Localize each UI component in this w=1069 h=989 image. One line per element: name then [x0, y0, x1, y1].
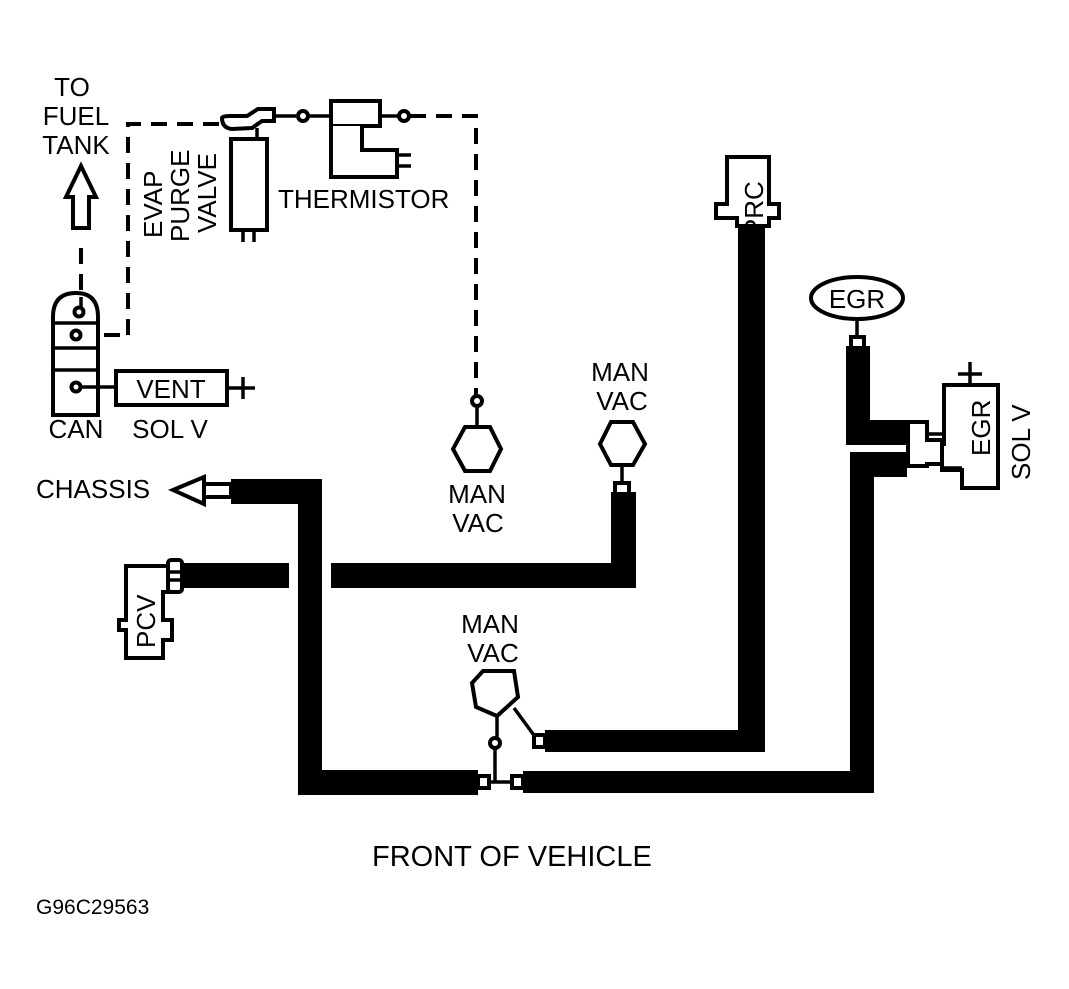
- hose-chassis-to-front: [231, 479, 491, 795]
- man-vac-bottom-label-1: MAN: [461, 609, 519, 639]
- man-vac-left-label-2: VAC: [452, 508, 504, 538]
- evap-purge-valve: [219, 107, 296, 242]
- egr-sol-v-outer-label: SOL V: [1006, 404, 1036, 480]
- man-vac-bottom-label-2: VAC: [467, 638, 519, 668]
- egr-label: EGR: [829, 284, 885, 314]
- egr-solenoid-valve: [906, 362, 1000, 490]
- thermistor: [296, 99, 411, 179]
- hose-manvac-to-pcv: [183, 492, 636, 588]
- hose-manvac-to-fprc: [545, 226, 765, 752]
- pcv-valve: [117, 558, 184, 660]
- evap-dashed-lines: [79, 114, 478, 395]
- pcv-label: PCV: [131, 594, 161, 648]
- hose-tee-to-egr: [523, 346, 907, 793]
- vent-solenoid: [114, 369, 255, 407]
- valve-label: VALVE: [192, 153, 222, 233]
- to-fuel-tank-label-3: TANK: [42, 130, 110, 160]
- purge-label: PURGE: [165, 150, 195, 242]
- dashed-line-can-to-purge: [126, 122, 222, 335]
- canister: [51, 290, 116, 417]
- egr-sol-v-inner-label: EGR: [966, 400, 996, 456]
- vent-label: VENT: [136, 374, 205, 404]
- man-vac-left-label-1: MAN: [448, 479, 506, 509]
- man-vac-center-label-1: MAN: [591, 357, 649, 387]
- to-fuel-tank-label-2: FUEL: [43, 101, 109, 131]
- fprc-label: FPRC: [739, 181, 769, 252]
- sol-v-label: SOL V: [132, 414, 208, 444]
- dashed-line-thermistor-to-manvac: [410, 114, 478, 395]
- chassis-label: CHASSIS: [36, 474, 150, 504]
- to-fuel-tank-arrow-icon: [62, 161, 100, 230]
- egr-valve: [809, 275, 905, 350]
- man-vac-port-center: [597, 420, 648, 496]
- thermistor-label: THERMISTOR: [278, 184, 449, 214]
- chassis-arrow-icon: [167, 473, 233, 508]
- figure-id: G96C29563: [36, 896, 149, 919]
- man-vac-port-left: [450, 394, 504, 473]
- to-fuel-tank-label-1: TO: [54, 72, 90, 102]
- fprc-component: [714, 155, 781, 228]
- front-of-vehicle-caption: FRONT OF VEHICLE: [372, 841, 652, 873]
- can-label: CAN: [49, 414, 104, 444]
- man-vac-port-bottom: [469, 669, 547, 790]
- man-vac-center-label-2: VAC: [596, 386, 648, 416]
- evap-label: EVAP: [138, 171, 168, 238]
